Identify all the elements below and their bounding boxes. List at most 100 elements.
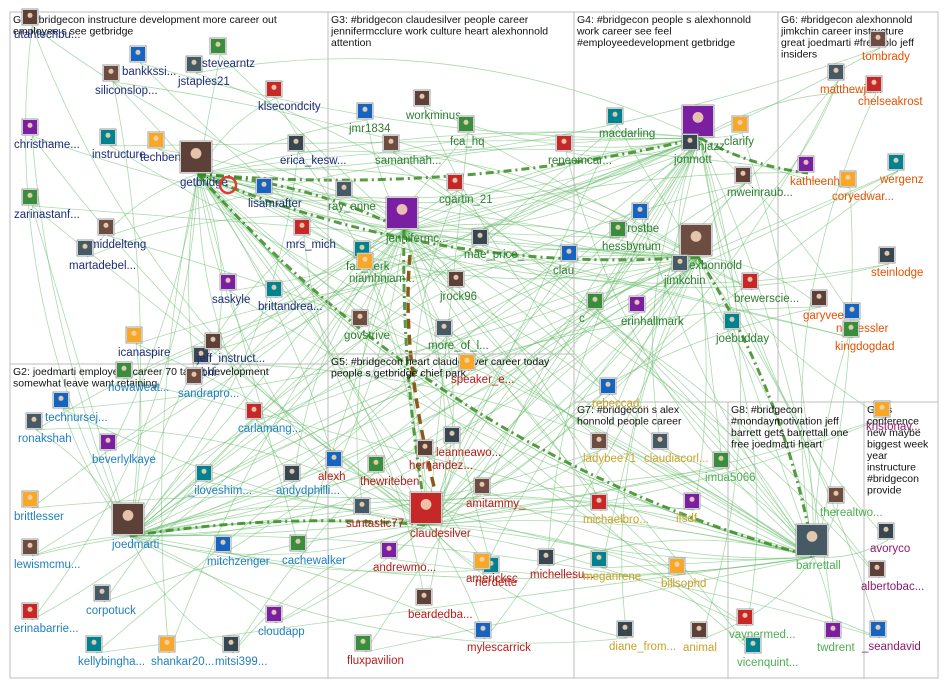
- node-utahtechbu-[interactable]: utahtechbu...: [14, 8, 81, 41]
- node-clau[interactable]: clau: [553, 244, 578, 277]
- node-lewismcmu-[interactable]: lewismcmu...: [14, 538, 80, 571]
- node-mitsi399-[interactable]: mitsi399...: [215, 635, 267, 668]
- node-reneemcar-[interactable]: reneemcar...: [548, 134, 612, 167]
- node-instructure[interactable]: instructure: [92, 128, 146, 161]
- node-steinlodge[interactable]: steinlodge: [871, 246, 923, 279]
- node-nowaweat-[interactable]: nowaweat...: [108, 361, 169, 394]
- node-kathleenhe-[interactable]: kathleenhe...: [790, 155, 856, 188]
- node-carlamang-[interactable]: carlamang...: [238, 402, 301, 435]
- node-erinabarrie-[interactable]: erinabarrie...: [14, 602, 79, 635]
- node-frostbe[interactable]: frostbe: [624, 202, 659, 235]
- node-avoryco[interactable]: avoryco: [870, 522, 910, 555]
- node-mrs-mich[interactable]: mrs_mich: [286, 218, 336, 251]
- node-kingdogdad[interactable]: kingdogdad: [835, 320, 894, 353]
- node-clarify[interactable]: clarify: [724, 115, 754, 148]
- node-jmr1834[interactable]: jmr1834: [348, 102, 391, 135]
- node-coryedwar-[interactable]: coryedwar...: [832, 170, 894, 203]
- node-c[interactable]: c: [579, 292, 604, 325]
- node-imua5066[interactable]: imua5066: [705, 451, 756, 484]
- node-diane-from-[interactable]: diane_from...: [609, 620, 676, 653]
- node-hessbynum[interactable]: hessbynum: [602, 220, 661, 253]
- node-saskyle[interactable]: saskyle: [212, 273, 250, 306]
- node-erica-kesw-[interactable]: erica_kesw...: [280, 134, 346, 167]
- node-americksc[interactable]: americksc: [466, 552, 518, 585]
- node-getbridge[interactable]: getbridge: [179, 140, 228, 189]
- node-bankkssi-[interactable]: bankkssi...: [122, 45, 176, 78]
- node-meganrene[interactable]: meganrene: [583, 550, 641, 583]
- node-rebeccad-[interactable]: rebeccad...: [592, 377, 649, 410]
- node-joebudday[interactable]: joebudday: [715, 312, 769, 345]
- node-more-of-l-[interactable]: more_of_l...: [428, 319, 489, 352]
- node-zarinastanf-[interactable]: zarinastanf...: [14, 188, 80, 221]
- node-klsecondcity[interactable]: klsecondcity: [258, 80, 321, 113]
- node-chelseakrost[interactable]: chelseakrost: [858, 75, 923, 108]
- node-cloudapp[interactable]: cloudapp: [258, 605, 305, 638]
- node-ladybee71[interactable]: ladybee71: [583, 432, 636, 465]
- node-martadebel-[interactable]: martadebel...: [69, 239, 136, 272]
- node-workminus[interactable]: workminus: [405, 89, 461, 122]
- node-twdrent[interactable]: twdrent: [817, 621, 856, 654]
- node-beverlylkaye[interactable]: beverlylkaye: [92, 433, 156, 466]
- node-middelteng[interactable]: middelteng: [90, 218, 146, 251]
- node-vaynermed-[interactable]: vaynermed...: [729, 608, 795, 641]
- node-kristonav-[interactable]: kristonav...: [866, 400, 921, 433]
- node-mae-price-[interactable]: mae_price_: [464, 228, 525, 261]
- node-andydphilli-[interactable]: andydphilli...: [276, 464, 340, 497]
- node-jstaples21[interactable]: jstaples21: [177, 55, 230, 88]
- node-wergenz[interactable]: wergenz: [879, 153, 924, 186]
- node-shankar20-[interactable]: shankar20...: [151, 635, 214, 668]
- node-vicenquint-[interactable]: vicenquint...: [737, 636, 798, 669]
- node-michaelbro-[interactable]: michaelbro...: [583, 493, 649, 526]
- node-albertobac-[interactable]: albertobac...: [861, 560, 924, 593]
- node-alexhonnold[interactable]: alexhonnold: [679, 223, 742, 272]
- node-kellybingha-[interactable]: kellybingha...: [78, 635, 145, 668]
- node-ray-anne[interactable]: ray_anne: [328, 180, 376, 213]
- node-icanaspire[interactable]: icanaspire: [118, 326, 170, 359]
- node-jennifermc-[interactable]: jennifermc...: [385, 196, 449, 245]
- node-niamhniam-[interactable]: niamhniam...: [349, 252, 415, 285]
- node-erinhallmark[interactable]: erinhallmark: [621, 295, 684, 328]
- node-joedmarti[interactable]: joedmarti: [111, 502, 159, 551]
- node-jonmott[interactable]: jonmott: [673, 133, 713, 166]
- node--seandavid[interactable]: _seandavid: [861, 620, 921, 653]
- node-macdarling[interactable]: macdarling: [599, 107, 655, 140]
- node--iloveshim-[interactable]: _iloveshim...: [187, 464, 252, 497]
- node-hernandez-[interactable]: hernandez...: [409, 439, 473, 472]
- node-michellesu-[interactable]: michellesu...: [530, 548, 594, 581]
- node-mitchzenger[interactable]: mitchzenger: [207, 535, 270, 568]
- node-amitammy-[interactable]: amitammy_: [466, 477, 526, 510]
- node-mylescarrick[interactable]: mylescarrick: [467, 621, 531, 654]
- node-garyvee[interactable]: garyvee: [803, 289, 844, 322]
- node-speaker-e-[interactable]: speaker_e...: [451, 353, 514, 386]
- node-mweinraub-[interactable]: mweinraub...: [727, 166, 793, 199]
- node-brittandrea-[interactable]: brittandrea...: [258, 280, 323, 313]
- node-fca-hq[interactable]: fca_hq: [450, 115, 485, 148]
- node-barrettall[interactable]: barrettall: [795, 523, 841, 572]
- node-billsophd[interactable]: billsophd: [661, 557, 706, 590]
- node-alexh[interactable]: alexh: [318, 450, 346, 483]
- node-lisamrafter[interactable]: lisamrafter: [248, 177, 302, 210]
- node-claudesilver[interactable]: claudesilver: [409, 491, 471, 540]
- node-brewerscie-[interactable]: brewerscie...: [734, 272, 799, 305]
- node-ronakshah[interactable]: ronakshah: [18, 412, 72, 445]
- node-leanneawo-[interactable]: leanneawo...: [436, 426, 501, 459]
- node-jimkchin[interactable]: jimkchin: [663, 254, 706, 287]
- node-christhame-[interactable]: christhame...: [14, 118, 80, 151]
- node-samanthah-[interactable]: samanthah...: [375, 134, 441, 167]
- node-stevearntz[interactable]: stevearntz: [202, 37, 255, 70]
- node-suntastic77[interactable]: suntastic77: [346, 497, 404, 530]
- node-corpotuck[interactable]: corpotuck: [86, 584, 136, 617]
- node-govstrive[interactable]: govstrive: [344, 309, 390, 342]
- node-fluxpavilion[interactable]: fluxpavilion: [347, 634, 404, 667]
- node-cgartin-21[interactable]: cgartin_21: [439, 173, 493, 206]
- node-thewriteben[interactable]: thewriteben: [360, 455, 419, 488]
- node-brittlesser[interactable]: brittlesser: [14, 490, 64, 523]
- node-therealtwo-[interactable]: therealtwo...: [820, 486, 883, 519]
- node-andrewmo-[interactable]: andrewmo...: [373, 541, 436, 574]
- node-sandrapro-[interactable]: sandrapro...: [178, 367, 239, 400]
- node-cachewalker[interactable]: cachewalker: [282, 534, 346, 567]
- node-siliconslop-[interactable]: siliconslop...: [95, 64, 158, 97]
- node-animal[interactable]: animal: [683, 621, 717, 654]
- node-jrock96[interactable]: jrock96: [439, 270, 477, 303]
- node-tombrady[interactable]: tombrady: [862, 30, 910, 63]
